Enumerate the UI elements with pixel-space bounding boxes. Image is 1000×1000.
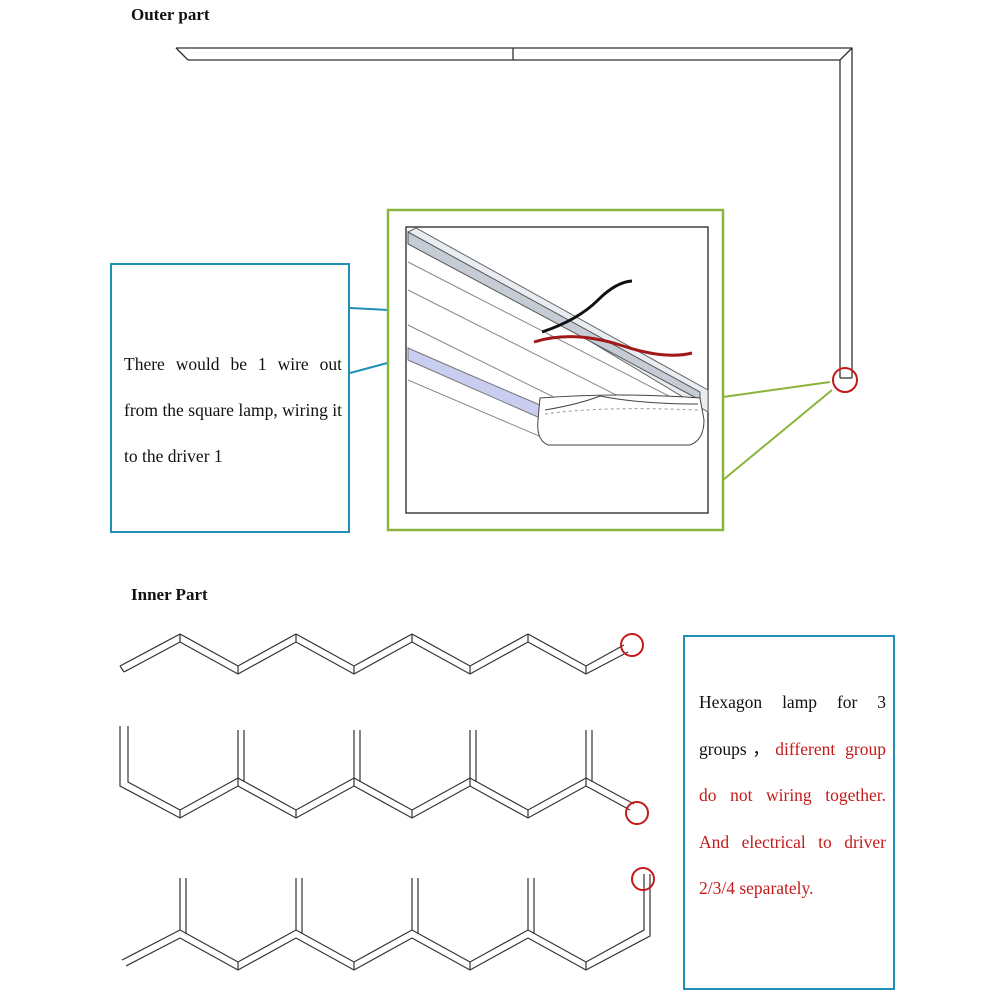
- detail-pointer: [722, 381, 833, 481]
- hexagon-note-red-text: different group do not wiring together. …: [699, 738, 886, 899]
- detail-zoom-box: [386, 208, 725, 532]
- square-lamp-note-text: There would be 1 wire out from the squar…: [124, 354, 342, 466]
- outer-part-heading: Outer part: [131, 5, 210, 24]
- hexagon-lamp-note: Hexagon lamp for 3 groups，different grou…: [683, 635, 895, 990]
- hexagon-lamp-group-1: [119, 633, 629, 675]
- group-2-marker: [625, 801, 649, 825]
- square-lamp-note: There would be 1 wire out from the squar…: [110, 263, 350, 533]
- hexagon-lamp-group-3: [121, 874, 651, 971]
- lamp-profile-cutaway: [406, 227, 709, 446]
- hexagon-note-black-text: Hexagon lamp for 3 groups，: [699, 692, 886, 759]
- outer-marker: [832, 367, 858, 393]
- black-wire: [541, 279, 633, 334]
- hexagon-lamp-note-text: Hexagon lamp for 3 groups，different grou…: [699, 679, 886, 912]
- hexagon-lamp-group-2: [119, 726, 635, 819]
- inner-part-heading: Inner Part: [131, 585, 208, 604]
- square-lamp-profile: [175, 47, 853, 379]
- group-3-marker: [631, 867, 655, 891]
- group-1-marker: [620, 633, 644, 657]
- red-wire: [533, 335, 693, 357]
